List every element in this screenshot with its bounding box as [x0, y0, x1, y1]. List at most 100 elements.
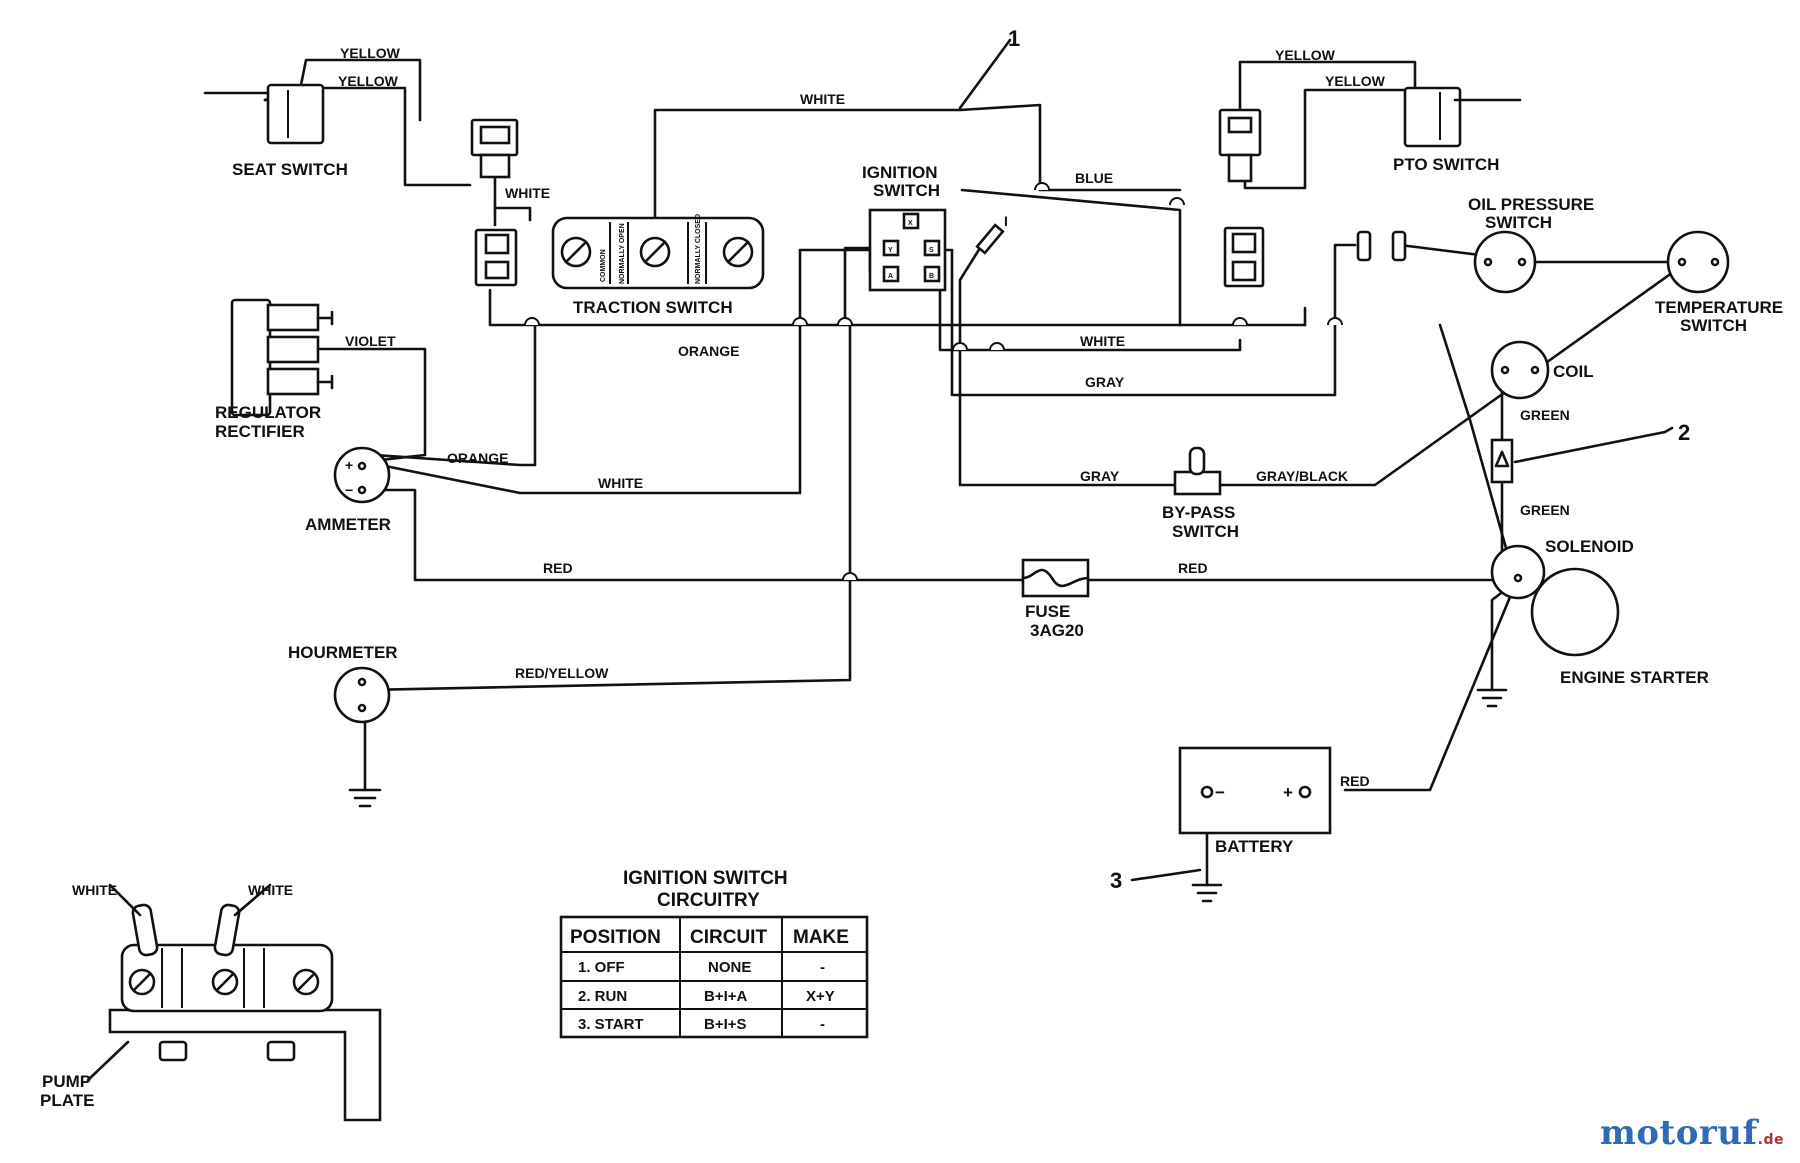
battery-ground-icon — [1191, 883, 1223, 903]
table-cell: - — [820, 1016, 825, 1033]
ignition-switch-table: IGNITION SWITCH CIRCUITRY POSITION CIRCU… — [559, 868, 869, 1039]
ammeter-label: AMMETER — [305, 515, 391, 534]
traction-switch: COMMON NORMALLY OPEN NORMALLY CLOSED TRA… — [551, 214, 765, 317]
wire-label-white-pump-a: WHITE — [72, 882, 117, 898]
wire-label-green-a: GREEN — [1520, 407, 1570, 423]
oil-pressure-connector — [1356, 230, 1407, 262]
traction-connector — [474, 228, 518, 287]
wire-label-gray-black: GRAY/BLACK — [1256, 468, 1348, 484]
callout-2: 2 — [1678, 420, 1690, 445]
callout-1: 1 — [1008, 26, 1020, 51]
ammeter-plus: + — [345, 457, 353, 473]
coil-label: COIL — [1553, 362, 1594, 381]
traction-switch-label: TRACTION SWITCH — [573, 298, 733, 317]
terminal-i: I — [1004, 213, 1008, 229]
callout-3-leader — [1130, 868, 1202, 882]
ground-symbols — [348, 688, 1508, 903]
pump-plate-detail: WHITE WHITE PUMP PLATE — [40, 882, 382, 1122]
table-cell: - — [820, 959, 825, 976]
callout-3: 3 — [1110, 868, 1122, 893]
table-cell: B+I+S — [704, 1016, 747, 1033]
bypass-label-2: SWITCH — [1172, 522, 1239, 541]
wire-label-blue: BLUE — [1075, 170, 1113, 186]
table-header-position: POSITION — [570, 927, 661, 948]
table-cell: X+Y — [806, 988, 835, 1005]
wire-labels: YELLOW YELLOW YELLOW YELLOW WHITE WHITE … — [338, 45, 1386, 789]
oil-pressure-switch: OIL PRESSURE SWITCH — [1468, 195, 1594, 294]
callouts: 1 2 3 — [1008, 26, 1690, 893]
regulator-rectifier: REGULATOR RECTIFIER — [215, 298, 334, 441]
wire-label-white-amm: WHITE — [598, 475, 643, 491]
pto-switch-label: PTO SWITCH — [1393, 155, 1499, 174]
wire-label-red-yellow: RED/YELLOW — [515, 665, 609, 681]
seat-connector — [470, 118, 519, 179]
regulator-label-2: RECTIFIER — [215, 422, 305, 441]
wire-label-gray-bypass: GRAY — [1080, 468, 1120, 484]
terminal-s: S — [929, 247, 934, 254]
normally-open-mark: NORMALLY OPEN — [619, 223, 626, 284]
temperature-label-2: SWITCH — [1680, 316, 1747, 335]
diode: GREEN GREEN — [1490, 407, 1570, 518]
ignition-switch-label-2: SWITCH — [873, 181, 940, 200]
wire-crossovers — [524, 182, 1343, 581]
pto-connector — [1218, 108, 1262, 183]
wire-label-gray-mid: GRAY — [1085, 374, 1125, 390]
wires — [263, 38, 1692, 887]
battery-label: BATTERY — [1215, 837, 1294, 856]
seat-switch: SEAT SWITCH — [203, 83, 348, 179]
wire-label-orange-mid: ORANGE — [678, 343, 739, 359]
engine-starter-label: ENGINE STARTER — [1560, 668, 1709, 687]
solenoid-ground-icon — [1476, 688, 1508, 708]
ignition-i-connector: I — [975, 213, 1008, 255]
terminal-y: Y — [888, 247, 893, 254]
hourmeter-ground-icon — [348, 788, 382, 808]
hourmeter: HOURMETER — [288, 643, 398, 724]
wire-label-white-mid: WHITE — [1080, 333, 1125, 349]
regulator-label-1: REGULATOR — [215, 403, 321, 422]
ignition-switch-label-1: IGNITION — [862, 163, 938, 182]
watermark-main: motoruf — [1599, 1113, 1758, 1153]
ammeter: + − AMMETER — [305, 446, 391, 534]
ignition-switch: X Y S A B IGNITION SWITCH — [862, 163, 947, 292]
wire-label-white-top: WHITE — [800, 91, 845, 107]
pump-plate-label-2: PLATE — [40, 1091, 94, 1110]
table-header-circuit: CIRCUIT — [690, 927, 767, 948]
bypass-label-1: BY-PASS — [1162, 503, 1235, 522]
pto-switch: PTO SWITCH — [1393, 86, 1522, 174]
wire-label-green-b: GREEN — [1520, 502, 1570, 518]
hourmeter-label: HOURMETER — [288, 643, 398, 662]
battery-plus: + — [1283, 783, 1293, 802]
bypass-switch: BY-PASS SWITCH — [1162, 446, 1239, 541]
table-cell: 2. RUN — [578, 988, 627, 1005]
solenoid-label: SOLENOID — [1545, 537, 1634, 556]
pump-plate-label-1: PUMP — [42, 1072, 91, 1091]
coil: COIL — [1490, 340, 1594, 400]
wire-label-orange-amm: ORANGE — [447, 450, 508, 466]
terminal-b: B — [929, 273, 934, 280]
wire-label-red-battery: RED — [1340, 773, 1370, 789]
fuse: FUSE 3AG20 — [1021, 558, 1090, 640]
battery: − + BATTERY — [1178, 746, 1332, 856]
solenoid: SOLENOID — [1490, 537, 1634, 600]
watermark-suffix: .de — [1757, 1132, 1784, 1148]
common-mark: COMMON — [600, 249, 607, 282]
ammeter-minus: − — [345, 482, 353, 498]
seat-switch-label: SEAT SWITCH — [232, 160, 348, 179]
wire-label-yellow-d: YELLOW — [1325, 73, 1386, 89]
battery-minus: − — [1215, 783, 1225, 802]
fuse-label-1: FUSE — [1025, 602, 1070, 621]
wire-label-violet: VIOLET — [345, 333, 396, 349]
terminal-a: A — [888, 273, 893, 280]
wire-label-yellow-b: YELLOW — [338, 73, 399, 89]
wire-label-white-pump-b: WHITE — [248, 882, 293, 898]
normally-closed-mark: NORMALLY CLOSED — [695, 214, 702, 284]
table-cell: B+I+A — [704, 988, 748, 1005]
temperature-switch: TEMPERATURE SWITCH — [1655, 230, 1783, 335]
wire-label-yellow-c: YELLOW — [1275, 47, 1336, 63]
pto-side-connector — [1223, 226, 1265, 288]
table-cell: 1. OFF — [578, 959, 625, 976]
table-cell: NONE — [708, 959, 751, 976]
wire-label-red-right: RED — [1178, 560, 1208, 576]
table-header-make: MAKE — [793, 927, 849, 948]
